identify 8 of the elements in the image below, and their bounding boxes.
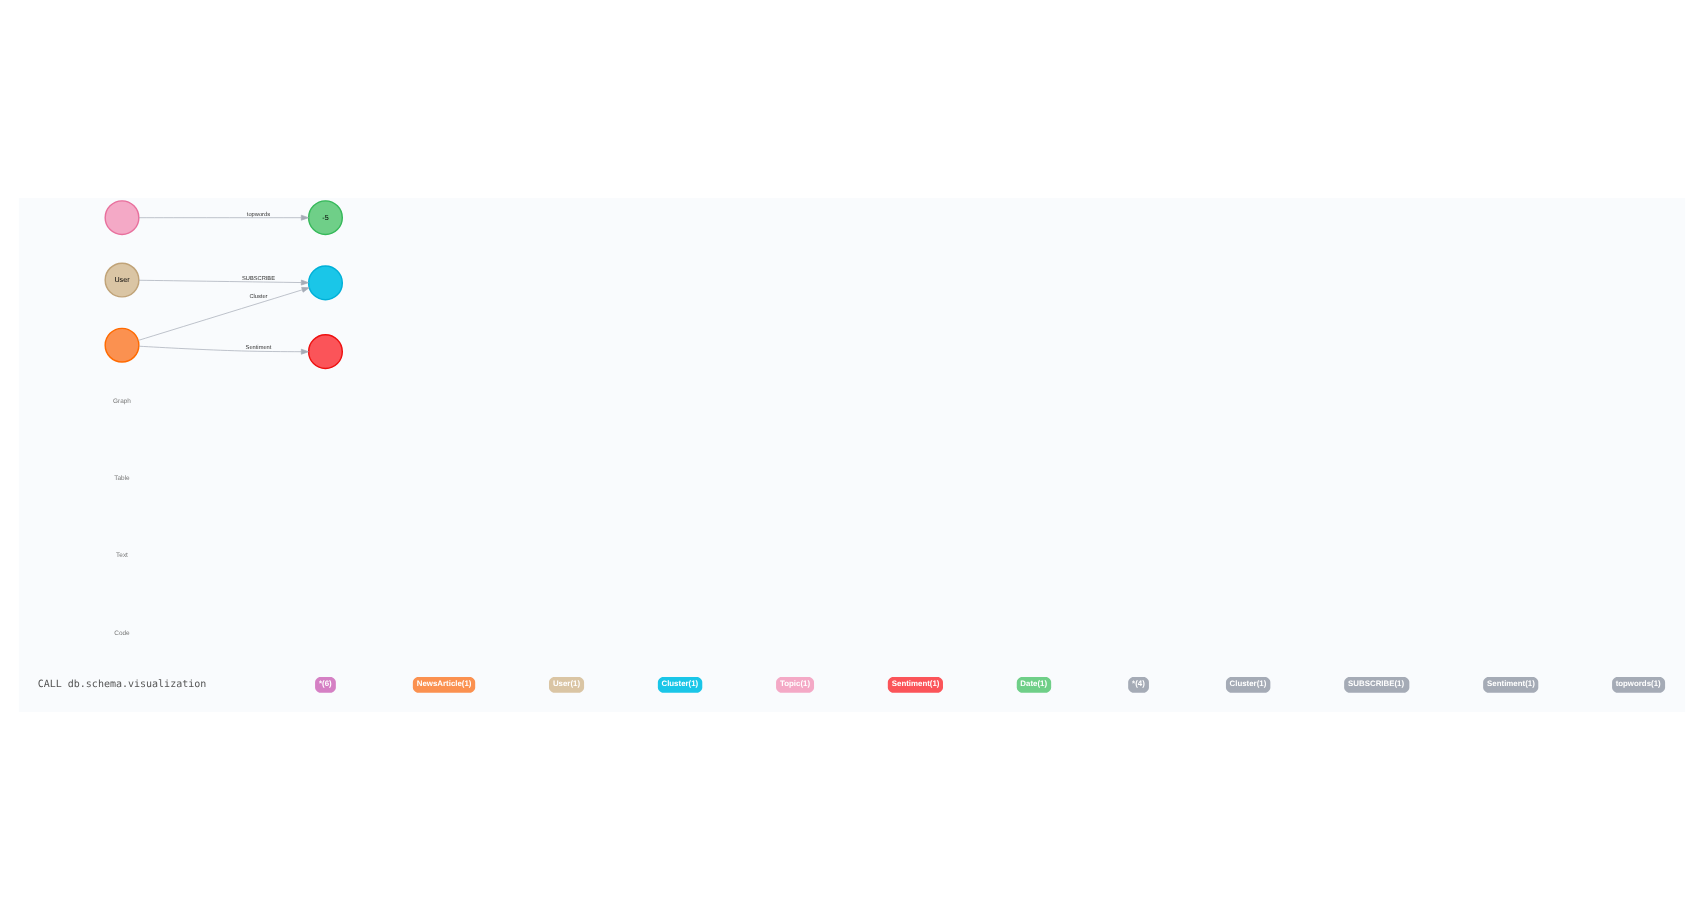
node-circle	[104, 199, 140, 235]
arrow	[138, 278, 309, 285]
arrow	[138, 213, 309, 220]
arrow	[138, 344, 309, 354]
arrow	[137, 286, 310, 340]
node-circle	[307, 333, 343, 369]
node-circle	[307, 264, 343, 300]
node-circle	[104, 326, 140, 362]
